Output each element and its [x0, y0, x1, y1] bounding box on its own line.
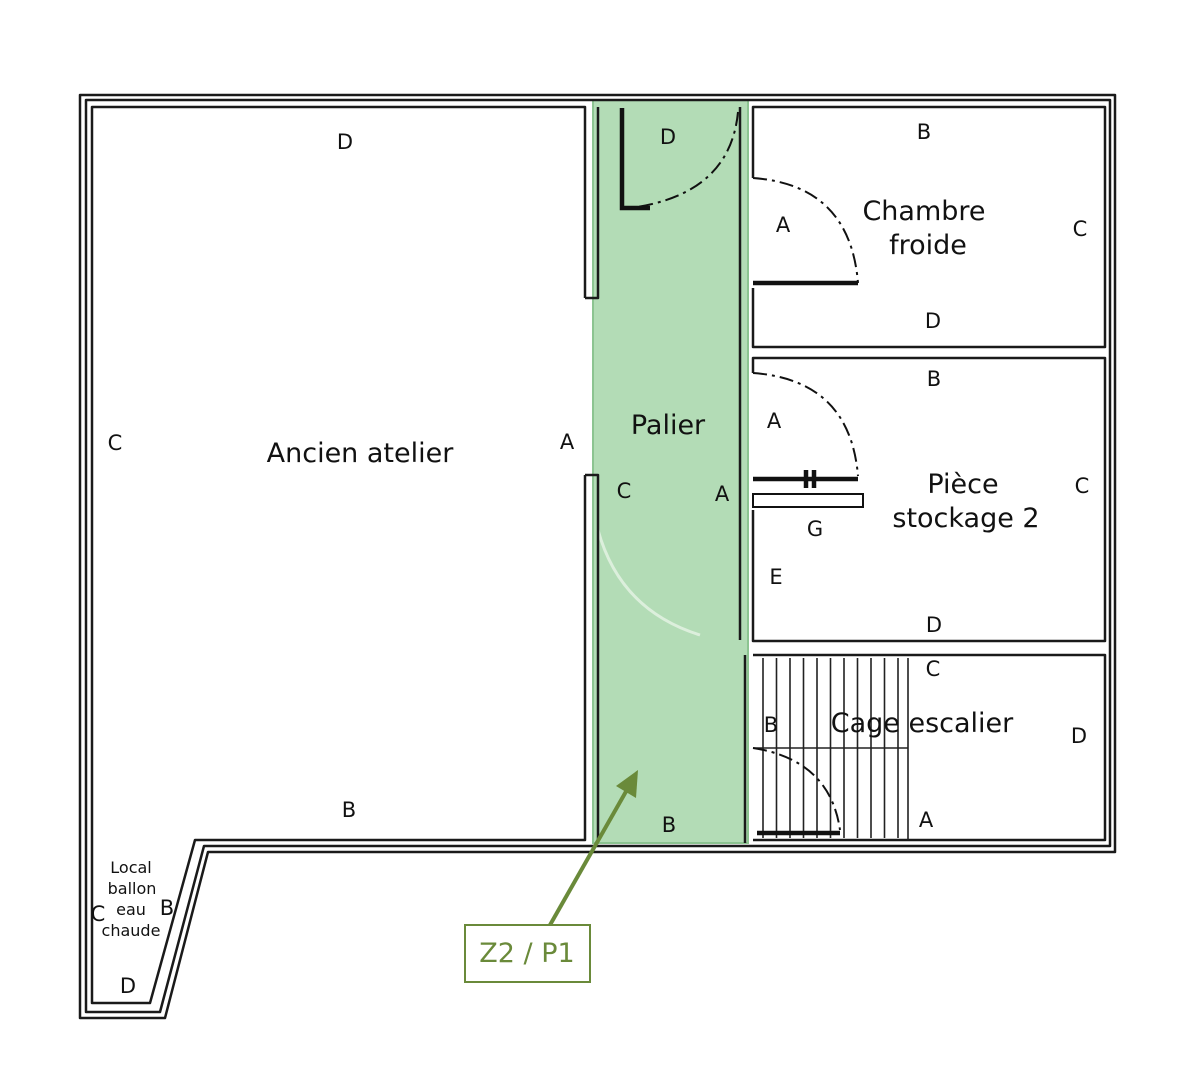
- room-stockage-1: Pièce: [927, 469, 998, 500]
- wall-label: D: [120, 974, 136, 998]
- annotation-box: [464, 924, 591, 983]
- room-cage-escalier: Cage escalier: [831, 708, 1014, 739]
- room-palier: Palier: [631, 410, 706, 441]
- room-stockage-2: stockage 2: [892, 503, 1039, 534]
- wall-label: A: [919, 808, 934, 832]
- outer-wall: [78, 93, 1117, 1020]
- room-local-1: Local: [110, 858, 151, 877]
- room-chambre-froide-2: froide: [889, 230, 967, 261]
- palier-door-swing: [629, 111, 739, 209]
- wall-label: C: [108, 431, 123, 455]
- atelier-wall: [90, 105, 587, 1005]
- escalier-wall: [753, 653, 1107, 842]
- room-local-3: eau: [116, 900, 146, 919]
- wall-label: D: [1071, 724, 1087, 748]
- wall-label: C: [1073, 217, 1088, 241]
- palier-highlight[interactable]: [592, 99, 749, 844]
- room-local-2: ballon: [108, 879, 157, 898]
- shelf-g: [752, 493, 864, 508]
- room-chambre-froide-1: Chambre: [862, 196, 985, 227]
- wall-label: B: [764, 713, 778, 737]
- wall-label: A: [776, 213, 791, 237]
- wall-label: C: [1075, 474, 1090, 498]
- wall-label: C: [617, 479, 632, 503]
- wall-label: A: [560, 430, 575, 454]
- wall-label: C: [926, 657, 941, 681]
- wall-label: E: [769, 565, 782, 589]
- annotation-arrow-line: [548, 787, 630, 926]
- wall-label: C: [91, 902, 106, 926]
- palier-door-leaf: [619, 108, 650, 211]
- chambre-door-swing: [752, 177, 859, 284]
- reflection-sheen: [596, 529, 701, 637]
- wall-label: A: [767, 409, 782, 433]
- annotation-arrow-head: [616, 770, 638, 798]
- room-ancien-atelier: Ancien atelier: [267, 438, 455, 469]
- stockage-door-leaf: [753, 470, 858, 488]
- wall-label: B: [342, 798, 356, 822]
- wall-label: B: [927, 367, 941, 391]
- stockage-door-swing: [752, 372, 859, 477]
- wall-label: A: [715, 482, 730, 506]
- wall-label: G: [807, 517, 823, 541]
- annotation-label: Z2 / P1: [479, 938, 574, 969]
- chambre-froide-wall: [751, 105, 1107, 349]
- wall-label: D: [660, 125, 676, 149]
- wall-label: D: [337, 130, 353, 154]
- room-local-4: chaude: [102, 921, 161, 940]
- palier-partition: [738, 107, 747, 843]
- stair-treads: [753, 658, 909, 840]
- wall-label: B: [662, 813, 676, 837]
- wall-label: B: [917, 120, 931, 144]
- wall-label: D: [925, 309, 941, 333]
- wall-label: D: [926, 613, 942, 637]
- outer-wall-inner: [84, 98, 1112, 1014]
- stair-door-swing: [752, 747, 841, 831]
- stockage-wall: [751, 356, 1107, 643]
- wall-label: B: [160, 896, 174, 920]
- atelier-partition: [585, 107, 600, 840]
